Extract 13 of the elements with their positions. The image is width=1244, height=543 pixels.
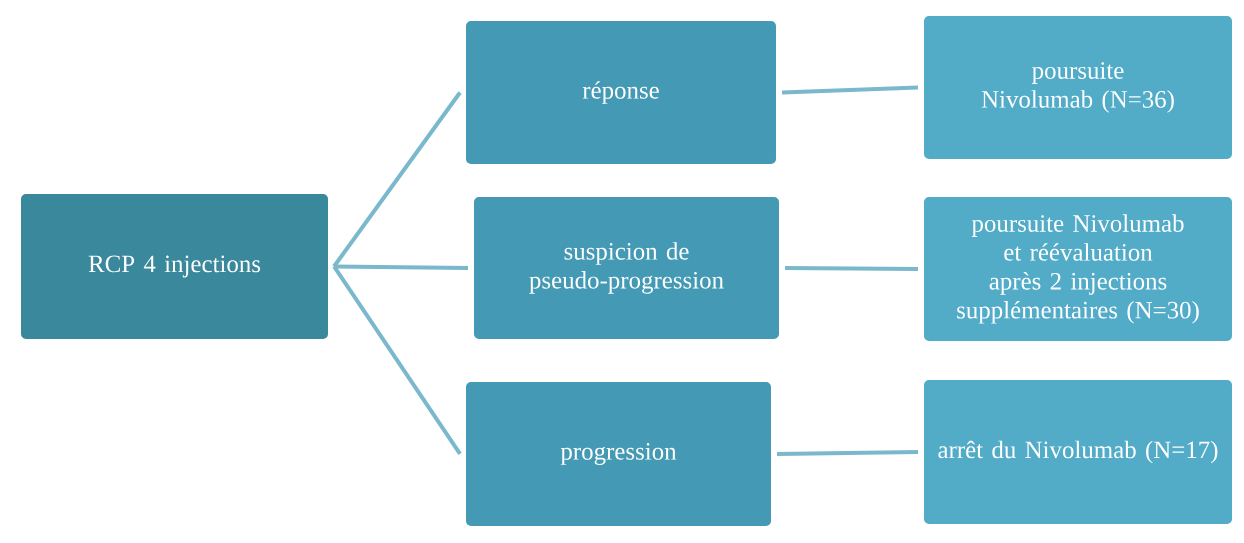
connector-line — [781, 85, 919, 95]
process-box: suspicion de pseudo-progression — [466, 189, 787, 347]
connector-line — [785, 266, 919, 271]
process-box: poursuite Nivolumab (N=36) — [916, 8, 1240, 167]
connector-line — [777, 450, 919, 456]
process-box: poursuite Nivolumab et réévaluation après 2 injections supplémentaires (N=30) — [916, 189, 1240, 349]
connector-line — [334, 264, 469, 270]
connector-line — [332, 265, 462, 456]
process-box: RCP 4 injections — [13, 186, 336, 347]
connector-line — [332, 91, 462, 268]
process-box: arrêt du Nivolumab (N=17) — [916, 372, 1240, 532]
process-box: progression — [458, 374, 779, 534]
process-box: réponse — [458, 13, 784, 172]
